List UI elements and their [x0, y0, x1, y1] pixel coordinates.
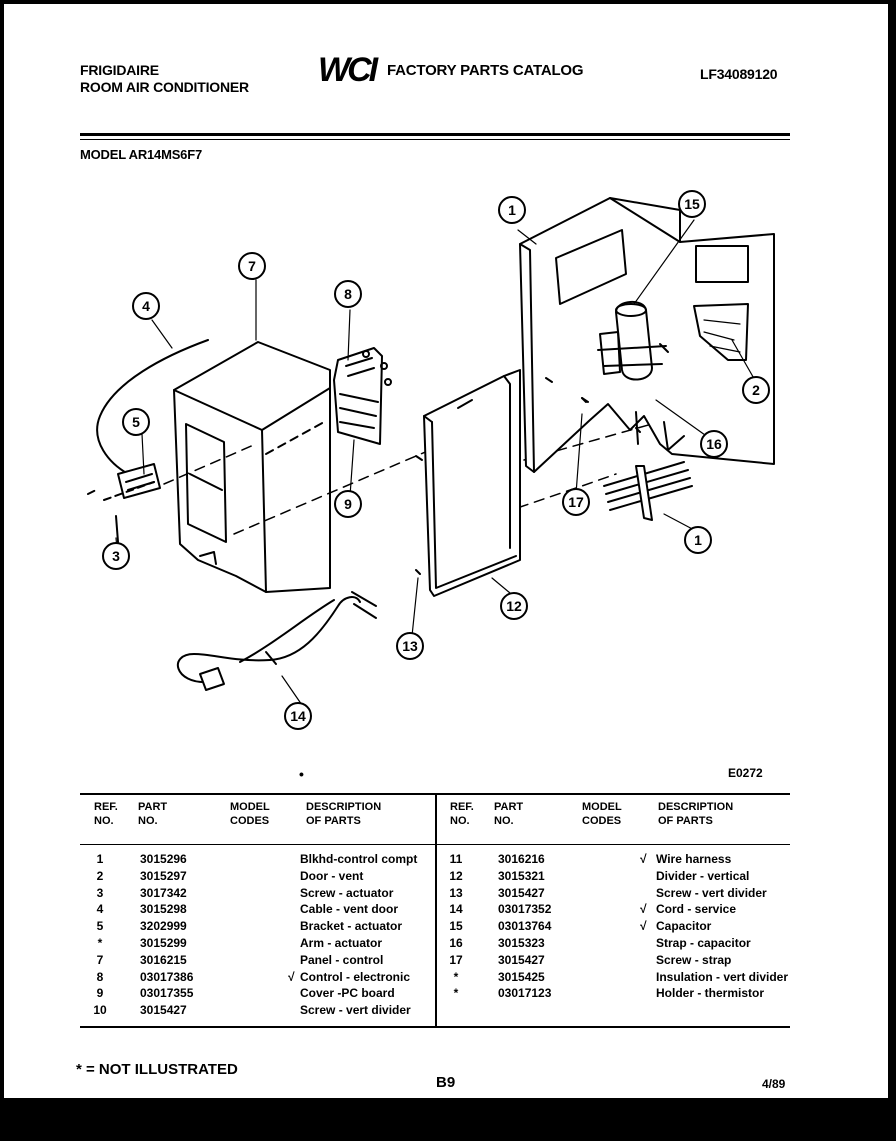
callout-1a: 1: [508, 202, 516, 218]
electronic-control-drawing: [333, 347, 392, 445]
capacitor-drawing: [581, 301, 669, 403]
callout-3: 3: [112, 548, 120, 564]
vent-door-cable-drawing: [87, 339, 209, 543]
marker-dot: •: [299, 766, 304, 782]
col-ref-right: REF.NO.: [450, 801, 474, 827]
callout-17: 17: [568, 494, 584, 510]
col-ref-left: REF.NO.: [94, 801, 118, 827]
callout-numbers: 7 4 5 3 8 9 1 15 2 16 17 1 12 13 14: [112, 196, 760, 724]
callout-14: 14: [290, 708, 306, 724]
header-rule: [80, 133, 790, 136]
callout-9: 9: [344, 496, 352, 512]
catalog-title: FACTORY PARTS CATALOG: [387, 62, 584, 79]
service-cord-drawing: [176, 591, 377, 691]
revision-date: 4/89: [762, 1077, 786, 1091]
callout-8: 8: [344, 286, 352, 302]
svg-text:WCI: WCI: [318, 51, 380, 85]
callout-12: 12: [506, 598, 522, 614]
page-number: B9: [436, 1074, 456, 1091]
brand-name: FRIGIDAIRE: [80, 62, 159, 78]
catalog-page: FRIGIDAIRE ROOM AIR CONDITIONER WCI FACT…: [4, 4, 888, 1098]
callout-16: 16: [706, 436, 722, 452]
brand-block: FRIGIDAIRE ROOM AIR CONDITIONER: [80, 62, 249, 96]
product-line: ROOM AIR CONDITIONER: [80, 79, 249, 95]
control-panel-drawing: [173, 341, 331, 593]
callout-4: 4: [142, 298, 150, 314]
header-rule-thin: [80, 139, 790, 140]
wire-harness-drawing: [603, 461, 693, 521]
callout-13: 13: [402, 638, 418, 654]
callout-15: 15: [684, 196, 700, 212]
callout-1b: 1: [694, 532, 702, 548]
callout-5: 5: [132, 414, 140, 430]
wci-logo: WCI: [318, 51, 380, 85]
drawing-code: E0272: [728, 766, 763, 780]
callout-7: 7: [248, 258, 256, 274]
model-number: MODEL AR14MS6F7: [80, 147, 202, 162]
footnote: * = NOT ILLUSTRATED: [76, 1061, 238, 1078]
vertical-divider-drawing: [423, 369, 521, 597]
catalog-number: LF34089120: [700, 66, 778, 82]
screw-drawings: [415, 377, 641, 575]
exploded-parts-diagram: 7 4 5 3 8 9 1 15 2 16 17 1 12 13 14: [87, 190, 775, 730]
callout-2: 2: [752, 382, 760, 398]
callout-circles: [102, 190, 770, 730]
